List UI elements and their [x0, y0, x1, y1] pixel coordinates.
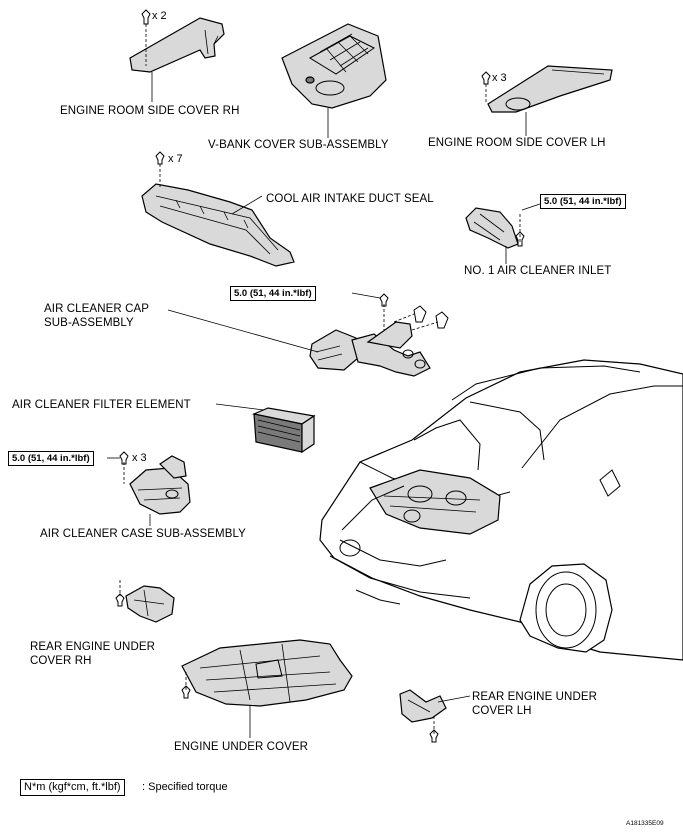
- label-no1-air-cleaner-inlet: NO. 1 AIR CLEANER INLET: [464, 265, 612, 277]
- label-engine-room-side-cover-rh: ENGINE ROOM SIDE COVER RH: [60, 105, 240, 117]
- air-cleaner-cap-drawing: [167, 293, 449, 377]
- label-air-cleaner-case: AIR CLEANER CASE SUB-ASSEMBLY: [40, 528, 246, 540]
- label-rear-engine-under-cover-lh-line1: REAR ENGINE UNDER: [472, 691, 598, 703]
- torque-spec-inlet: 5.0 (51, 44 in.*lbf): [540, 194, 626, 209]
- figure-id: A181335E09: [626, 820, 664, 827]
- v-bank-cover-drawing: [281, 23, 387, 138]
- cap-torque-leader: [351, 292, 381, 299]
- engine-under-cover-drawing: [181, 639, 353, 738]
- engine-room-side-cover-lh-drawing: [481, 65, 613, 136]
- quantity-side-cover-lh: x 3: [492, 72, 507, 84]
- label-rear-engine-under-cover-rh-line1: REAR ENGINE UNDER: [30, 641, 156, 653]
- legend-torque-box: N*m (kgf*cm, ft.*lbf): [20, 779, 125, 796]
- cool-air-intake-duct-seal-drawing: [141, 151, 295, 267]
- rear-engine-under-cover-lh-drawing: [399, 689, 471, 743]
- air-cleaner-filter-element-drawing: [215, 403, 316, 454]
- air-cleaner-case-drawing: [119, 451, 191, 526]
- label-air-cleaner-cap-line2: SUB-ASSEMBLY: [44, 317, 134, 329]
- vehicle-drawing: [319, 359, 683, 661]
- no1-air-cleaner-inlet-drawing: [465, 203, 541, 264]
- label-air-cleaner-filter-element: AIR CLEANER FILTER ELEMENT: [12, 399, 191, 411]
- quantity-case: x 3: [132, 452, 147, 464]
- engine-room-side-cover-rh-drawing: [129, 9, 225, 102]
- label-engine-room-side-cover-lh: ENGINE ROOM SIDE COVER LH: [428, 137, 606, 149]
- rear-engine-under-cover-rh-drawing: [115, 580, 175, 623]
- quantity-duct-seal: x 7: [168, 153, 183, 165]
- legend-torque-text: : Specified torque: [142, 781, 228, 793]
- torque-spec-case: 5.0 (51, 44 in.*lbf): [8, 451, 94, 466]
- label-v-bank-cover: V-BANK COVER SUB-ASSEMBLY: [208, 139, 389, 151]
- label-rear-engine-under-cover-rh-line2: COVER RH: [30, 655, 92, 667]
- label-air-cleaner-cap-line1: AIR CLEANER CAP: [44, 303, 150, 315]
- label-rear-engine-under-cover-lh-line2: COVER LH: [472, 705, 532, 717]
- torque-spec-cap: 5.0 (51, 44 in.*lbf): [230, 286, 316, 301]
- label-cool-air-intake-duct-seal: COOL AIR INTAKE DUCT SEAL: [266, 193, 434, 205]
- label-engine-under-cover: ENGINE UNDER COVER: [174, 741, 309, 753]
- quantity-side-cover-rh: x 2: [152, 10, 167, 22]
